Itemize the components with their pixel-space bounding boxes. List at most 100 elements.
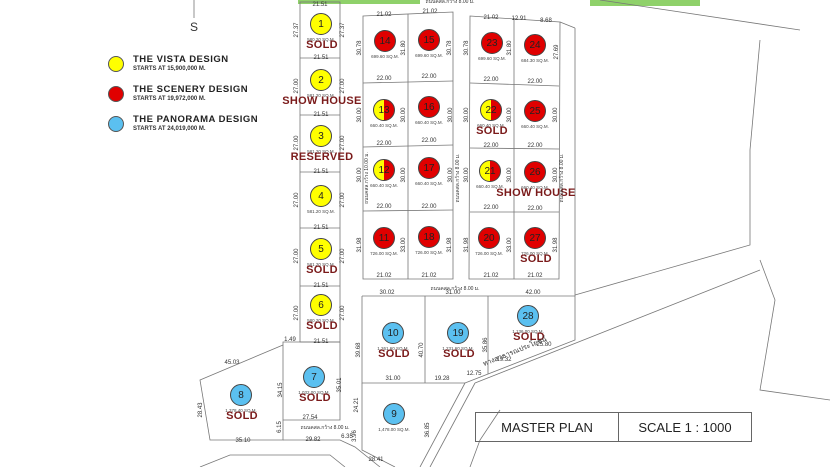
plot-status-badge: SOLD	[306, 39, 338, 51]
plot-marker-13[interactable]: 13	[373, 99, 395, 121]
legend-title: THE VISTA DESIGN	[133, 54, 229, 65]
dimension-label: 30.78	[357, 40, 363, 56]
plot-area: 581.20 SQ.M.	[307, 209, 335, 214]
plot-marker-26[interactable]: 26	[524, 161, 546, 183]
plot-area: 726.00 SQ.M.	[415, 250, 443, 255]
dimension-label: 31.98	[553, 237, 559, 253]
plot-marker-18[interactable]: 18	[418, 226, 440, 248]
plot-status-badge: SOLD	[299, 392, 331, 404]
dimension-label: 35.01	[337, 377, 343, 393]
plot-marker-4[interactable]: 4	[310, 185, 332, 207]
plot-marker-28[interactable]: 28	[517, 305, 539, 327]
plot-marker-19[interactable]: 19	[447, 322, 469, 344]
dimension-label: 42.00	[525, 290, 541, 296]
plot-area: 581.20 SQ.M.	[307, 149, 335, 154]
dimension-label: 27.00	[294, 135, 300, 151]
dimension-label: 31.00	[385, 376, 401, 382]
plot-area: 726.00 SQ.M.	[370, 251, 398, 256]
dimension-label: 30.00	[401, 167, 407, 183]
plot-area: 1,478.00 SQ.M.	[378, 427, 410, 432]
dimension-label: 1.49	[284, 337, 296, 343]
dimension-label: 21.51	[313, 169, 329, 175]
plot-marker-20[interactable]: 20	[478, 227, 500, 249]
dimension-label: 31.00	[445, 290, 461, 296]
dimension-label: 39.68	[356, 342, 362, 358]
plot-marker-6[interactable]: 6	[310, 294, 332, 316]
plot-marker-7[interactable]: 7	[303, 366, 325, 388]
plot-marker-1[interactable]: 1	[310, 13, 332, 35]
plot-marker-24[interactable]: 24	[524, 34, 546, 56]
plot-marker-9[interactable]: 9	[383, 403, 405, 425]
plot-area: 1,032.00 SQ.M.	[298, 390, 330, 395]
dimension-label: 12.91	[511, 16, 527, 22]
dimension-label: 30.02	[379, 290, 395, 296]
dimension-label: 22.00	[376, 204, 392, 210]
dimension-label: 30.00	[507, 167, 513, 183]
plot-marker-14[interactable]: 14	[374, 30, 396, 52]
dimension-label: 21.51	[313, 55, 329, 61]
dimension-label: 30.00	[464, 107, 470, 123]
plot-area: 660.40 SQ.M.	[476, 184, 504, 189]
dimension-label: 21.51	[313, 283, 329, 289]
dimension-label: 22.00	[376, 76, 392, 82]
plot-area: 580.20 SQ.M.	[307, 318, 335, 323]
plot-marker-11[interactable]: 11	[373, 227, 395, 249]
plot-area: 660.40 SQ.M.	[521, 185, 549, 190]
dimension-label: 27.00	[294, 305, 300, 321]
plot-marker-17[interactable]: 17	[418, 157, 440, 179]
legend-price: STARTS AT 24,019,000 M.	[133, 126, 206, 132]
plot-area: 699.60 SQ.M.	[371, 54, 399, 59]
plot-marker-25[interactable]: 25	[524, 100, 546, 122]
plot-area: 699.60 SQ.M.	[478, 56, 506, 61]
legend-price: STARTS AT 15,900,000 M.	[133, 66, 206, 72]
plot-marker-16[interactable]: 16	[418, 96, 440, 118]
dimension-label: 36.85	[425, 422, 431, 438]
dimension-label: 33.00	[507, 237, 513, 253]
dimension-label: 19.32	[496, 357, 512, 363]
dimension-label: 21.02	[376, 273, 392, 279]
plot-marker-8[interactable]: 8	[230, 384, 252, 406]
dimension-label: 30.00	[401, 107, 407, 123]
dimension-label: 3.96	[352, 430, 358, 442]
plot-marker-3[interactable]: 3	[310, 125, 332, 147]
plot-status-badge: SOLD	[520, 253, 552, 265]
plot-marker-23[interactable]: 23	[481, 32, 503, 54]
plot-marker-2[interactable]: 2	[310, 69, 332, 91]
plot-area: 1,136.00 SQ.M.	[512, 329, 544, 334]
plot-area: 660.40 SQ.M.	[415, 181, 443, 186]
plot-marker-5[interactable]: 5	[310, 238, 332, 260]
road-label: ถนนคสล.กว้าง 8.00 ม.	[430, 286, 480, 292]
plot-marker-22[interactable]: 22	[480, 99, 502, 121]
plot-area: 1,231.60 SQ.M.	[442, 346, 474, 351]
dimension-label: 22.00	[483, 205, 499, 211]
dimension-label: 21.51	[313, 225, 329, 231]
dimension-label: 6.15	[277, 421, 283, 433]
plot-status-badge: SOLD	[476, 125, 508, 137]
dimension-label: 21.51	[313, 112, 329, 118]
plot-marker-12[interactable]: 12	[373, 159, 395, 181]
dimension-label: 27.69	[554, 44, 560, 60]
plot-area: 581.20 SQ.M.	[307, 93, 335, 98]
road-label: ถนนคสล.กว้าง 8.00 ม.	[559, 153, 565, 203]
dimension-label: 30.00	[464, 167, 470, 183]
dimension-label: 28.41	[368, 457, 384, 463]
plot-marker-21[interactable]: 21	[479, 160, 501, 182]
dimension-label: 21.02	[483, 15, 499, 21]
dimension-label: 21.02	[483, 273, 499, 279]
plot-marker-27[interactable]: 27	[524, 227, 546, 249]
plot-marker-15[interactable]: 15	[418, 29, 440, 51]
legend-color-dot-icon	[108, 56, 124, 72]
dimension-label: 22.00	[421, 74, 437, 80]
dimension-label: 31.98	[357, 237, 363, 253]
plot-status-badge: SOLD	[226, 410, 258, 422]
plot-marker-10[interactable]: 10	[382, 322, 404, 344]
plot-area: 684.30 SQ.M.	[521, 58, 549, 63]
dimension-label: 33.00	[401, 237, 407, 253]
dimension-label: 45.03	[224, 360, 240, 366]
title-scale: SCALE 1 : 1000	[638, 419, 732, 435]
legend-price: STARTS AT 19,972,000 M.	[133, 96, 206, 102]
plot-area: 1,378.40 SQ.M.	[225, 408, 257, 413]
dimension-label: 27.00	[294, 78, 300, 94]
dimension-label: 24.21	[354, 397, 360, 413]
